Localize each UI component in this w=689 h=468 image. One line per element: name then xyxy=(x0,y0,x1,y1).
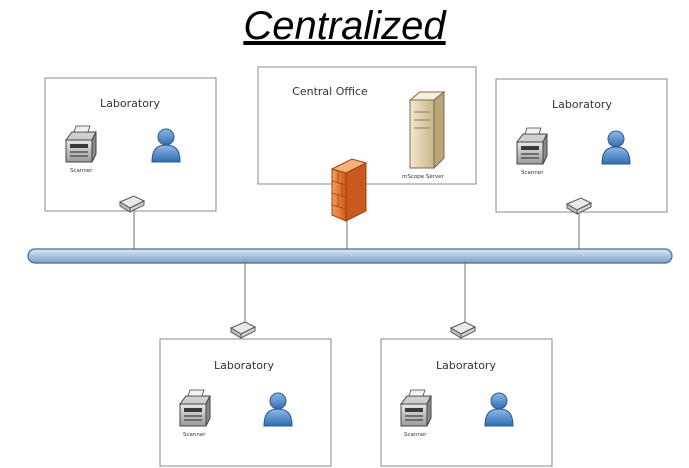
laboratory-box-bottom-right: Laboratory Scanner xyxy=(380,338,553,467)
server-icon xyxy=(408,90,446,170)
network-bus xyxy=(27,248,673,264)
diagram-title: Centralized xyxy=(243,4,446,48)
central-office-label: Central Office xyxy=(292,85,368,98)
central-office-box: Central Office mScope Server xyxy=(257,66,477,185)
laboratory-box-top-left: Laboratory Scanner xyxy=(44,77,217,212)
laboratory-label: Laboratory xyxy=(214,359,274,372)
switch-icon xyxy=(450,321,476,339)
scanner-label: Scanner xyxy=(183,432,206,438)
firewall-icon xyxy=(330,158,368,222)
laboratory-label: Laboratory xyxy=(436,359,496,372)
scanner-label: Scanner xyxy=(70,168,93,174)
scanner-label: Scanner xyxy=(521,170,544,176)
switch-icon xyxy=(230,321,256,339)
laboratory-box-bottom-left: Laboratory Scanner xyxy=(159,338,332,467)
scanner-label: Scanner xyxy=(404,432,427,438)
server-label: mScope Server xyxy=(402,174,445,180)
laboratory-label: Laboratory xyxy=(552,98,612,111)
laboratory-box-top-right: Laboratory Scanner xyxy=(495,78,668,213)
laboratory-label: Laboratory xyxy=(100,97,160,110)
